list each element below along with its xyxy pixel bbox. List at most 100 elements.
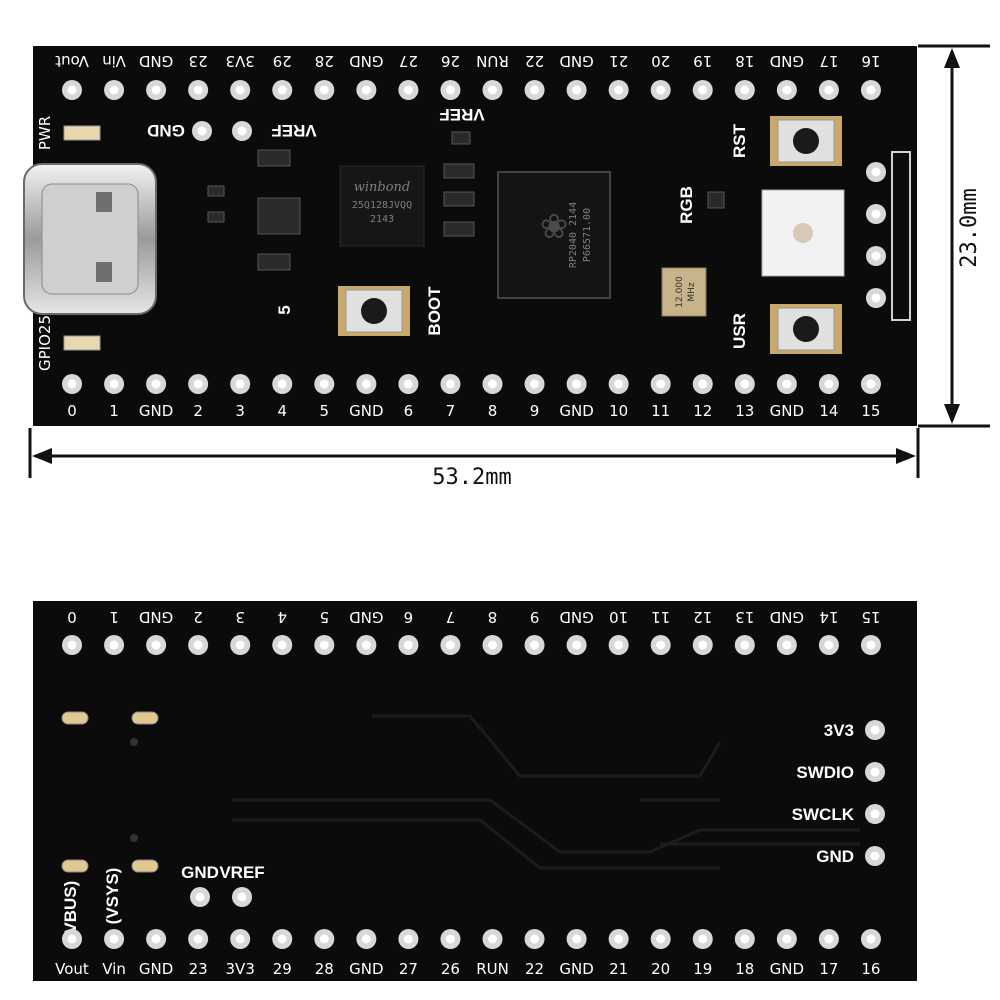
bottom-view-upper-pin-label: 3 (235, 608, 245, 626)
top-view-upper-pin-label: RUN (476, 52, 509, 70)
bottom-view-lower-pin-pad-hole (361, 934, 371, 944)
bottom-view-upper-pin-pad-hole (866, 640, 876, 650)
top-view-upper-pin-pad-hole (488, 85, 497, 95)
bottom-view-lower-pin-pad-hole (488, 934, 497, 944)
top-view-upper-pin-pad-hole (530, 85, 540, 95)
flash-brand-label: winbond (354, 180, 411, 195)
top-view-upper-pin-label: 20 (651, 52, 670, 70)
top-view-lower-pin-label: 4 (277, 402, 287, 420)
top-view-upper-pin-label: GND (349, 52, 383, 70)
bottom-view-upper-pin-label: 2 (193, 608, 203, 626)
bottom-view-lower-pin-pad-hole (67, 934, 77, 944)
bottom-view-upper-pin-pad-hole (67, 640, 77, 650)
bottom-view-lower-pin-label: Vin (102, 960, 126, 978)
top-view-lower-pin-label: 15 (861, 402, 880, 420)
rst-button[interactable] (770, 116, 842, 166)
bottom-gnd-pad-label: GND (181, 863, 219, 882)
usr-button[interactable] (770, 304, 842, 354)
bottom-view-upper-pin-pad-hole (740, 640, 750, 650)
bottom-view-upper-pin-pad-hole (193, 640, 203, 650)
usb-c-connector (23, 163, 157, 315)
top-view-upper-pin-pad-hole (193, 85, 203, 95)
bottom-view-upper-pin-label: GND (139, 608, 173, 626)
top-view-lower-pin-label: 14 (819, 402, 838, 420)
flash-code-label: 2143 (370, 214, 394, 225)
top-view-upper-pin-label: GND (770, 52, 804, 70)
top-view-upper-pin-label: GND (559, 52, 593, 70)
bottom-view-lower-pin-pad-hole (319, 934, 329, 944)
bottom-view-lower-pin-pad-hole (277, 934, 287, 944)
top-view-lower-pin-label: 13 (735, 402, 754, 420)
rst-label: RST (730, 123, 749, 158)
bottom-view-upper-pin-label: GND (770, 608, 804, 626)
top-view-upper-pin-pad-hole (277, 85, 287, 95)
top-view-upper-pin-label: 28 (315, 52, 334, 70)
bottom-view-lower-pin-pad-hole (866, 934, 876, 944)
width-label: 53.2mm (432, 465, 511, 490)
gpio25-led (63, 335, 101, 351)
bottom-view-lower-pin-label: RUN (476, 960, 509, 978)
bottom-view-lower-pin-label: GND (139, 960, 173, 978)
bottom-view-lower-pin-pad-hole (614, 934, 624, 944)
top-view-lower-pin-label: 2 (193, 402, 203, 420)
debug-pin-pad-hole (870, 851, 880, 861)
debug-pin-label: SWCLK (792, 805, 855, 824)
top-view-lower-pin-label: GND (770, 402, 804, 420)
top-view-upper-pin-pad-hole (824, 85, 834, 95)
bottom-view-upper-pin-label: 4 (277, 608, 287, 626)
bottom-view-upper-pin-pad-hole (572, 640, 582, 650)
bottom-view-upper-pin-pad-hole (109, 640, 119, 650)
top-view-lower-pin-label: 10 (609, 402, 628, 420)
bottom-view-lower-pin-label: 18 (735, 960, 754, 978)
bottom-view-upper-pin-label: GND (349, 608, 383, 626)
bottom-view-upper-pin-label: GND (559, 608, 593, 626)
top-view-lower-pin-label: 12 (693, 402, 712, 420)
top-view-lower-pin-label: 8 (488, 402, 498, 420)
crystal-unit-label: MHz (687, 282, 697, 302)
bottom-view-lower-pin-label: 23 (189, 960, 208, 978)
top-view-upper-pin-pad-hole (67, 85, 77, 95)
vbus-label: (VBUS) (61, 881, 80, 940)
bottom-view-upper-pin-label: 15 (861, 608, 880, 626)
top-view-upper-pin-label: Vout (55, 52, 89, 70)
debug-header-pad-hole (871, 167, 881, 177)
debug-header-pad-hole (871, 293, 881, 303)
bottom-traces (232, 714, 860, 870)
width-dimension (28, 428, 920, 478)
bottom-view-lower-pin-pad-hole (151, 934, 161, 944)
bottom-view-lower-pin-pad-hole (782, 934, 792, 944)
top-view-upper-pin-pad-hole (866, 85, 876, 95)
boot-label: BOOT (425, 286, 444, 336)
bottom-view-lower-pin-pad-hole (235, 934, 245, 944)
bottom-view-upper-pin-pad-hole (445, 640, 455, 650)
mcu-part-label: RP2040 2144 (568, 202, 579, 268)
boot-button[interactable] (338, 286, 410, 336)
top-view-lower-pin-label: 0 (67, 402, 77, 420)
debug-pin-pad-hole (870, 725, 880, 735)
top-view-lower-pin-pad-hole (361, 379, 371, 389)
top-view-upper-pin-label: 29 (273, 52, 292, 70)
bottom-view-upper-pin-label: 8 (488, 608, 498, 626)
bottom-view-upper-pin-pad-hole (235, 640, 245, 650)
vsys-label: (VSYS) (103, 868, 122, 925)
debug-pin-label: SWDIO (796, 763, 854, 782)
crystal: 12.000 MHz (661, 267, 707, 317)
bottom-view-upper-pin-pad-hole (698, 640, 708, 650)
bottom-view-extra-pads (190, 887, 252, 907)
mcu-chip: ❀ RP2040 2144 P66571.00 (497, 171, 611, 299)
top-view-upper-pin-label: Vin (102, 52, 126, 70)
bottom-view-lower-pin-pad-hole (572, 934, 582, 944)
bottom-view-upper-pin-pad-hole (319, 640, 329, 650)
top-view-lower-pin-pad-hole (403, 379, 413, 389)
top-view-upper-pin-pad-hole (235, 85, 245, 95)
top-view-lower-pin-label: 3 (235, 402, 245, 420)
bottom-view-upper-pin-label: 14 (819, 608, 838, 626)
raspberry-logo-icon: ❀ (540, 207, 569, 247)
top-view-upper-pin-pad-hole (614, 85, 624, 95)
debug-header-pad-hole (871, 209, 881, 219)
bottom-view-lower-pin-pad-hole (656, 934, 666, 944)
top-view-lower-pin-pad-hole (656, 379, 666, 389)
